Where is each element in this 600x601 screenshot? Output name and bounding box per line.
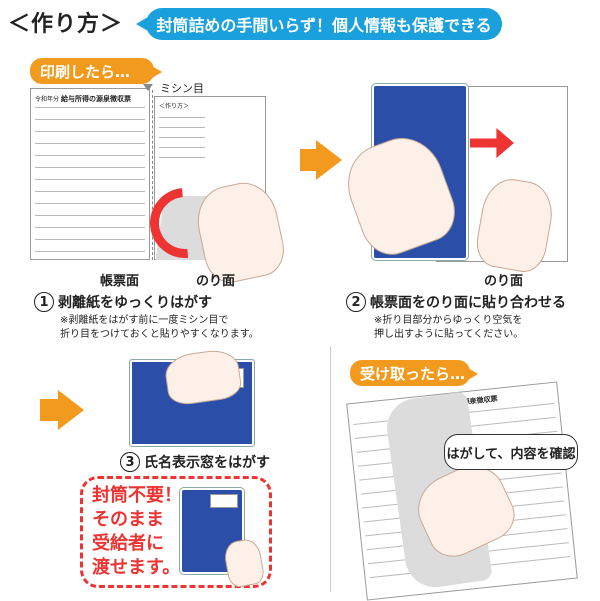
- form-ledger-side: 給与所得の源泉徴収票 令和年分: [30, 88, 150, 260]
- step-2-number: 2: [346, 292, 366, 312]
- next-arrow-icon: [300, 140, 342, 180]
- step-1-text: 剥離紙をゆっくりはがす: [58, 295, 212, 311]
- speech-bubble: はがして、内容を確認: [444, 434, 578, 470]
- step-3-title: 3 氏名表示窓をはがす: [120, 452, 270, 472]
- perforation-marker-icon: [143, 84, 153, 91]
- era-label: 令和年分: [35, 96, 60, 103]
- step-3-number: 3: [120, 452, 140, 472]
- step-2-text: 帳票面をのり面に貼り合わせる: [370, 295, 566, 311]
- step-1-number: 1: [34, 292, 54, 312]
- step-1-title: 1 剥離紙をゆっくりはがす: [34, 292, 212, 312]
- glue-side-label-1: のり面: [196, 274, 236, 289]
- page-heading: ＜作り方＞: [8, 12, 124, 37]
- no-envelope-callout: [80, 476, 272, 588]
- step-2-title: 2 帳票面をのり面に貼り合わせる: [346, 292, 566, 312]
- perforation-line: [152, 90, 153, 260]
- perforation-label: ミシン目: [160, 82, 204, 95]
- step-3-text: 氏名表示窓をはがす: [144, 455, 270, 471]
- mini-instruction-label: ＜作り方＞: [159, 103, 190, 110]
- received-panel-divider: [330, 346, 586, 592]
- no-envelope-text: 封筒不要！ そのまま 受給者に 渡せます。: [92, 485, 182, 578]
- next-arrow-icon-2: [40, 390, 84, 430]
- form-title: 給与所得の源泉徴収票: [61, 95, 131, 103]
- step-1-note: ※剥離紙をはがす前に一度ミシン目で 折り目をつけておくと貼りやすくなります。: [60, 315, 259, 340]
- step-2-note: ※折り目部分からゆっくり空気を 押し出すように貼ってください。: [374, 315, 524, 340]
- blue-sheet-window: [210, 494, 238, 508]
- ledger-side-label: 帳票面: [100, 274, 140, 289]
- print-tag: 印刷したら…: [30, 58, 162, 84]
- glue-side-label-2: のり面: [484, 274, 524, 289]
- headline-banner: 封筒詰めの手間いらず！個人情報も保護できる: [136, 8, 502, 40]
- received-tag: 受け取ったら…: [350, 360, 478, 386]
